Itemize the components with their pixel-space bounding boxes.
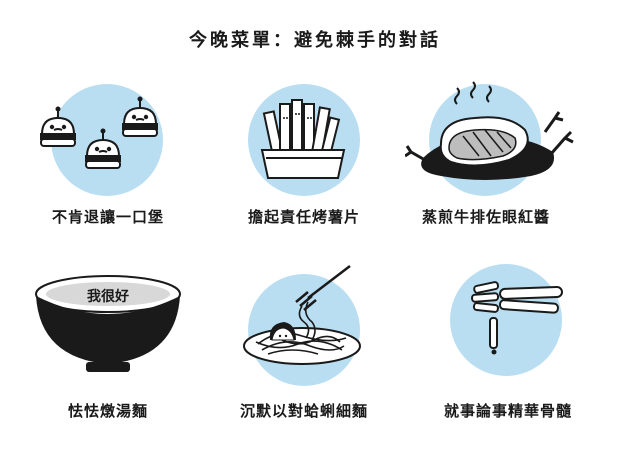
caption-clam-pasta: 沉默以對蛤蜊細麵 — [239, 402, 368, 420]
caption-noodle-soup: 怯怯燉湯麵 — [67, 402, 148, 420]
burger-trio-icon — [40, 84, 163, 196]
noodle-bowl-icon: 我很好 — [35, 275, 181, 372]
caption-fries: 擔起責任烤薯片 — [247, 208, 360, 226]
caption-burgers: 不肯退讓一口堡 — [51, 208, 164, 226]
bowl-label: 我很好 — [87, 288, 129, 305]
clam-pasta-icon — [243, 265, 361, 386]
page-title: 今晚菜單：避免棘手的對話 — [189, 30, 441, 51]
caption-steak: 蒸煎牛排佐眼紅醬 — [421, 208, 550, 226]
caption-bones: 就事論事精華骨髓 — [443, 402, 572, 420]
steak-icon — [405, 81, 574, 196]
fries-icon — [248, 84, 360, 196]
bones-icon — [450, 264, 563, 376]
